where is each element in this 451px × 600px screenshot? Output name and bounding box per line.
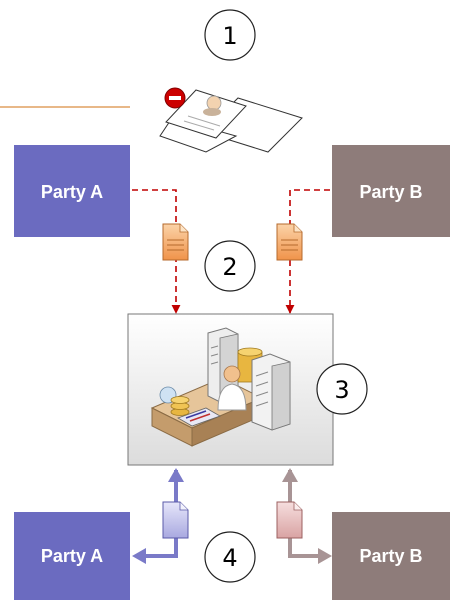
return-arrow-a-head-up (168, 468, 184, 482)
return-document-a-icon (162, 501, 189, 539)
party-b-bottom-label: Party B (359, 546, 422, 566)
step-2-marker: 2 (204, 240, 256, 292)
step-3-label: 3 (334, 376, 349, 404)
party-a-bottom-label: Party A (41, 546, 103, 566)
party-b-submit-arrow (285, 189, 330, 314)
party-a-top-label: Party A (41, 182, 103, 202)
party-a-top-node: Party A (14, 145, 130, 237)
step-3-marker: 3 (316, 363, 368, 415)
party-a-submit-arrow (132, 189, 181, 314)
step-4-marker: 4 (204, 531, 256, 583)
document-a-icon (162, 223, 189, 261)
return-arrow-b (288, 470, 326, 558)
step-1-marker: 1 (204, 9, 256, 61)
return-arrow-a (136, 470, 178, 558)
clearing-processor-icon (150, 327, 291, 447)
party-a-bottom-node: Party A (14, 512, 130, 600)
return-arrow-a-head-left (132, 548, 146, 564)
party-b-top-label: Party B (359, 182, 422, 202)
party-b-top-node: Party B (332, 145, 450, 237)
step-4-label: 4 (222, 544, 237, 572)
return-arrow-b-head-up (282, 468, 298, 482)
step-1-label: 1 (222, 22, 237, 50)
step-2-label: 2 (222, 253, 237, 281)
return-document-b-icon (276, 501, 303, 539)
rejected-documents-icon (159, 87, 303, 153)
party-b-bottom-node: Party B (332, 512, 450, 600)
document-b-icon (276, 223, 303, 261)
return-arrow-b-head-right (318, 548, 332, 564)
